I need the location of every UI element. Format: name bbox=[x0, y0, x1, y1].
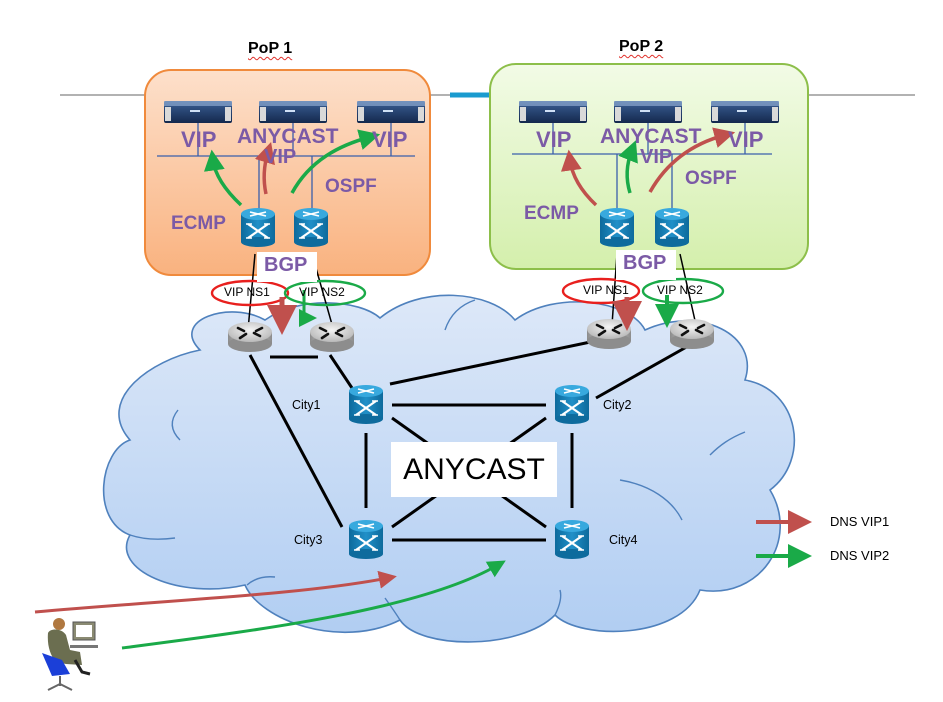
pop1-ns2-label: VIP NS2 bbox=[299, 285, 345, 299]
pop2-vip-left: VIP bbox=[536, 127, 572, 152]
pop1-title-text: PoP 1 bbox=[248, 40, 293, 57]
city2-switch-icon bbox=[553, 383, 591, 426]
pop2-anycast-label: ANYCAST bbox=[600, 125, 702, 148]
pop1-title: PoP 1 bbox=[248, 40, 292, 58]
edge-router-icon bbox=[668, 317, 716, 351]
pop1-vip-right: VIP bbox=[372, 127, 408, 152]
pop1-ns1-label: VIP NS1 bbox=[224, 285, 270, 299]
user-at-computer-icon bbox=[42, 618, 98, 691]
server-icon bbox=[519, 101, 587, 123]
anycast-backbone-label: ANYCAST bbox=[403, 452, 545, 486]
pop2-switch-icon bbox=[598, 206, 636, 249]
edge-router-icon bbox=[585, 317, 633, 351]
pop2-ospf-label: OSPF bbox=[685, 168, 737, 189]
pop2-arrow-red-left bbox=[560, 149, 598, 207]
pop1-vip-left: VIP bbox=[181, 127, 217, 152]
server-icon bbox=[164, 101, 232, 123]
pop1-box bbox=[144, 69, 431, 276]
pop2-arrow-green-mid bbox=[618, 140, 638, 194]
pop1-ns2-down-arrow bbox=[299, 290, 317, 327]
city2-label: City2 bbox=[603, 398, 632, 412]
pop2-arrow-red-right bbox=[648, 127, 736, 193]
edge-router-icon bbox=[226, 320, 274, 354]
server-icon bbox=[259, 101, 327, 123]
user-arrow-green bbox=[121, 560, 506, 650]
pop1-ospf-label: OSPF bbox=[325, 176, 377, 197]
user-arrow-red bbox=[34, 570, 397, 614]
pop2-ns1-ring bbox=[561, 277, 641, 305]
pop2-vip-right: VIP bbox=[728, 127, 764, 152]
pop1-arrow-green-right bbox=[290, 129, 381, 194]
city4-switch-icon bbox=[553, 518, 591, 561]
pop1-ecmp-label: ECMP bbox=[171, 213, 226, 234]
pop2-ns2-label: VIP NS2 bbox=[657, 283, 703, 297]
pop1-ns1-ring bbox=[210, 279, 290, 307]
pop2-bgp-label: BGP bbox=[623, 252, 667, 274]
city3-switch-icon bbox=[347, 518, 385, 561]
edge-router-icon bbox=[308, 320, 356, 354]
legend-dns-vip2: DNS VIP2 bbox=[830, 548, 890, 563]
pop2-ecmp-label: ECMP bbox=[524, 203, 579, 224]
pop1-arrow-red-mid bbox=[254, 141, 275, 195]
pop1-bgp-label: BGP bbox=[264, 254, 308, 276]
server-icon bbox=[357, 101, 425, 123]
pop1-bgp-box bbox=[257, 252, 317, 282]
pop1-switch-icon bbox=[292, 206, 330, 249]
pop2-bgp-box bbox=[616, 250, 676, 280]
pop2-title: PoP 2 bbox=[619, 38, 663, 56]
city3-label: City3 bbox=[294, 533, 323, 547]
pop1-arrow-green-left bbox=[203, 149, 243, 207]
pop1-switch-icon bbox=[239, 206, 277, 249]
pop2-ns1-label: VIP NS1 bbox=[583, 283, 629, 297]
city1-label: City1 bbox=[292, 398, 321, 412]
server-icon bbox=[614, 101, 682, 123]
legend-dns-vip1: DNS VIP1 bbox=[830, 514, 890, 529]
pop1-anycast-vip: VIP bbox=[264, 146, 297, 168]
pop2-title-text: PoP 2 bbox=[619, 38, 664, 55]
pop1-ns2-ring bbox=[283, 279, 367, 307]
anycast-box bbox=[391, 442, 557, 497]
pop2-anycast-vip: VIP bbox=[640, 146, 673, 168]
city1-switch-icon bbox=[347, 383, 385, 426]
server-icon bbox=[711, 101, 779, 123]
pop2-ns2-ring bbox=[641, 277, 725, 305]
pop2-switch-icon bbox=[653, 206, 691, 249]
city4-label: City4 bbox=[609, 533, 638, 547]
pop1-anycast-label: ANYCAST bbox=[237, 125, 339, 148]
